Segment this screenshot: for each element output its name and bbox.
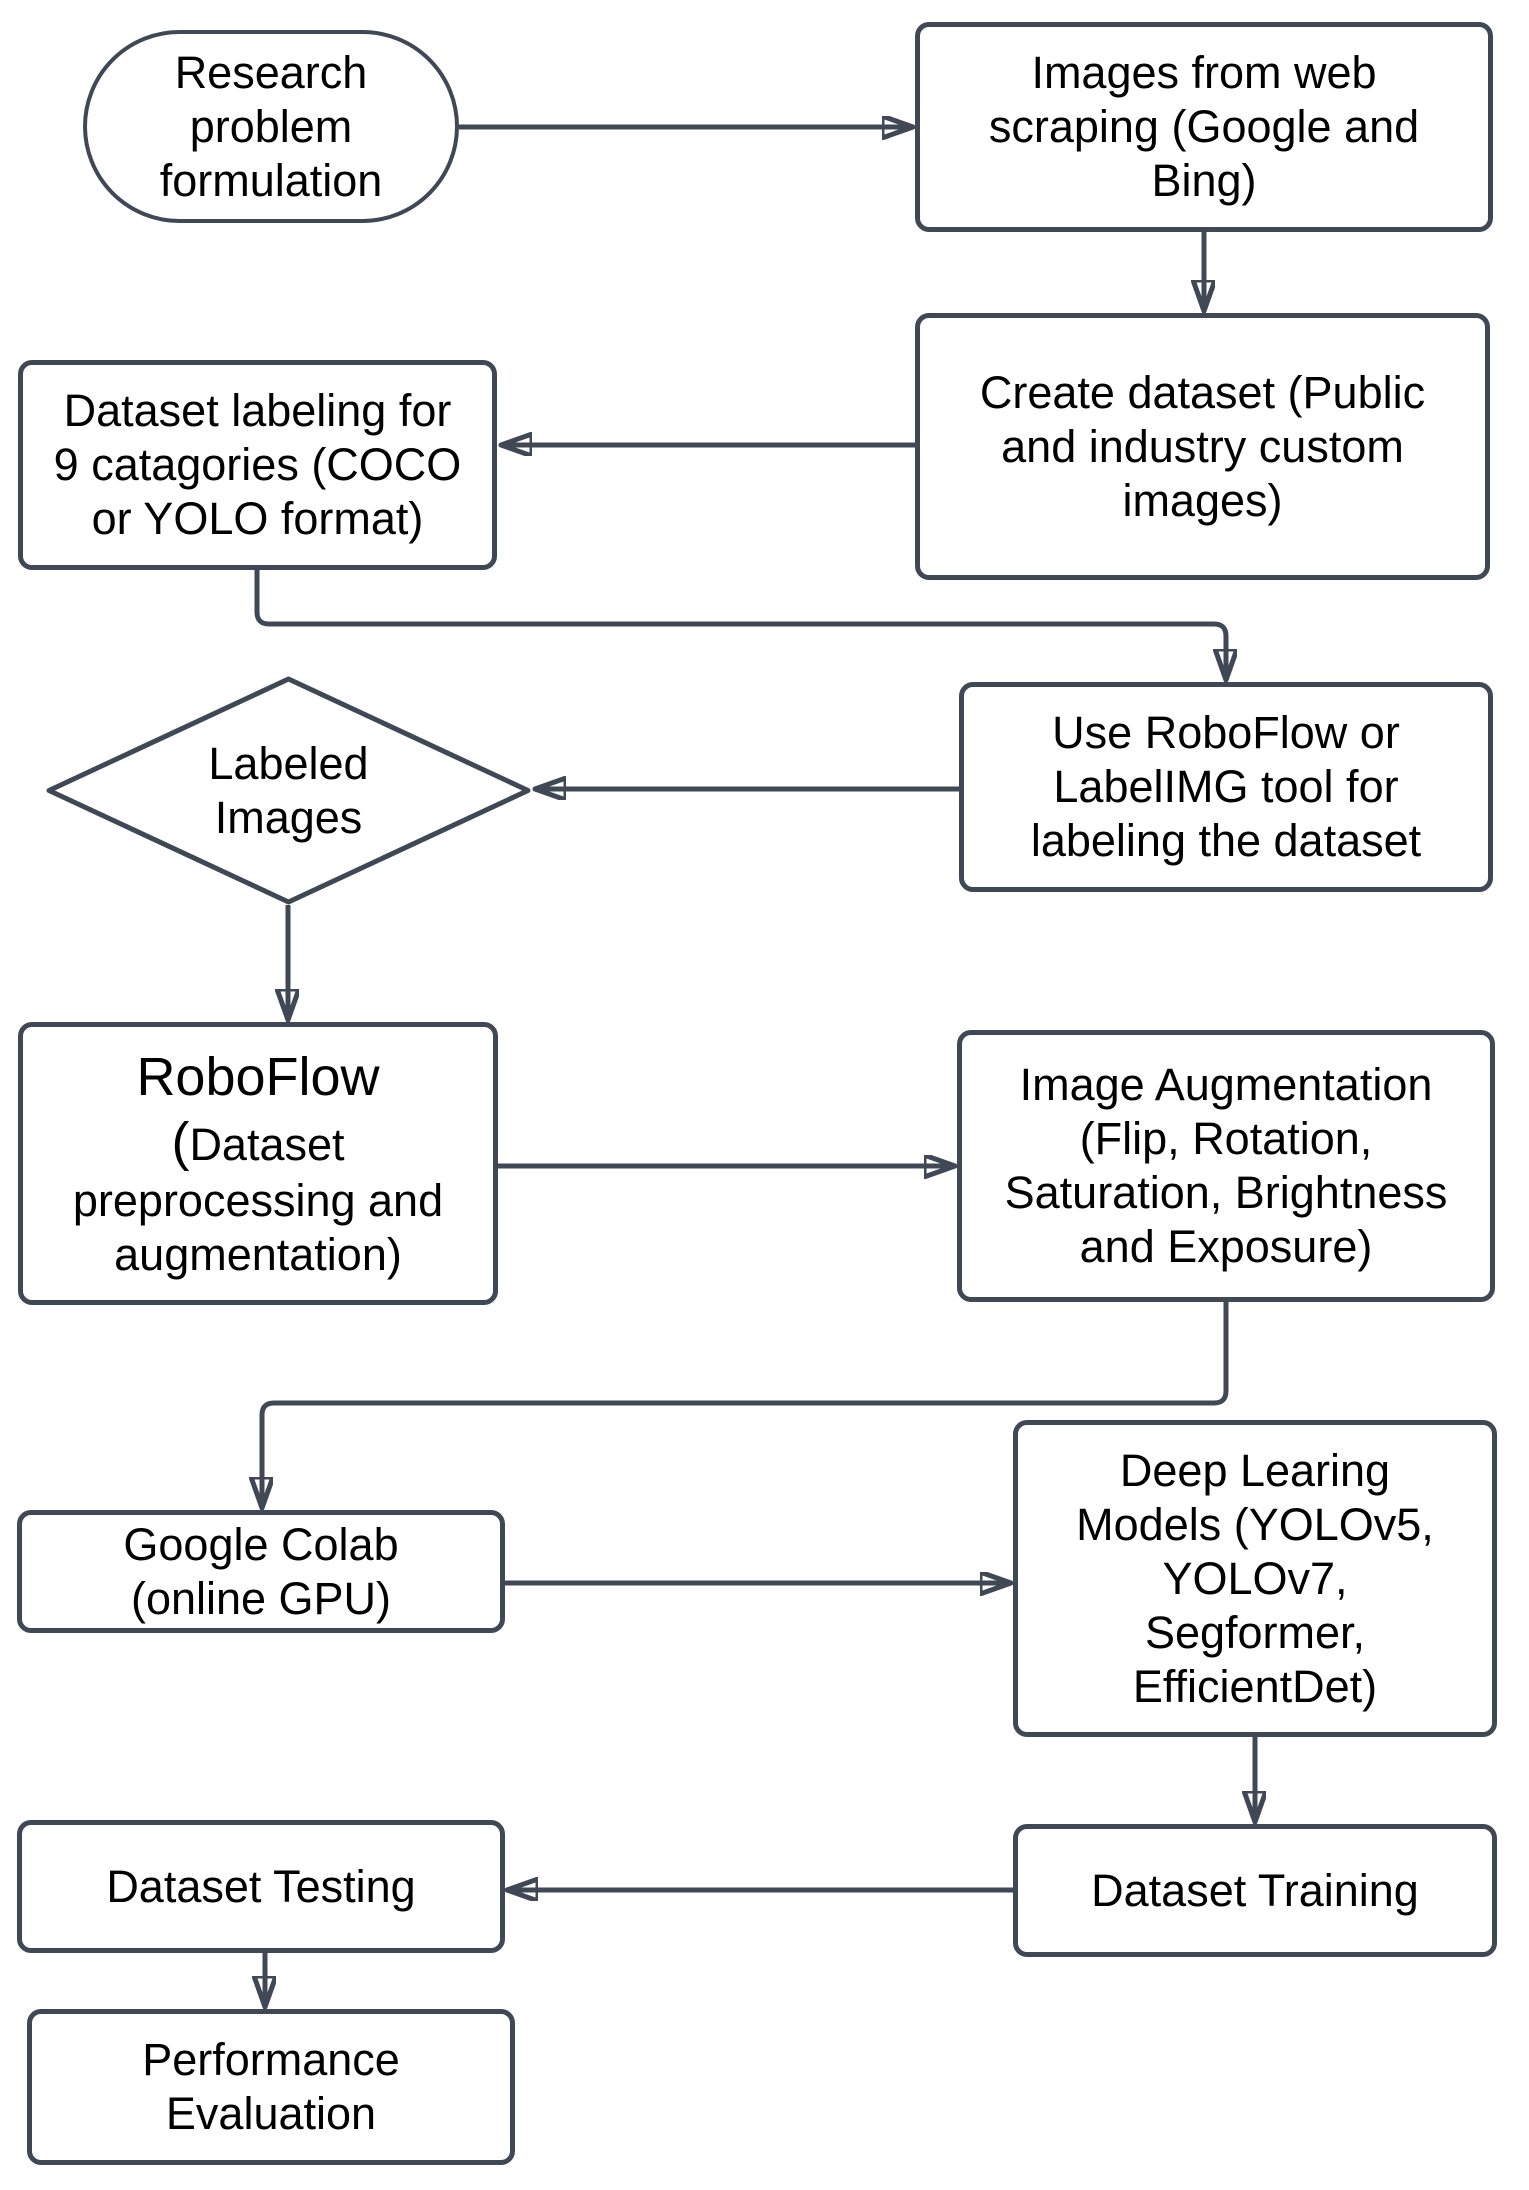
- big-paren: (: [171, 1111, 190, 1172]
- node-label: Images from web scraping (Google and Bin…: [988, 47, 1420, 206]
- edge-imageaugmentation-to-googlecolab: [262, 1302, 1229, 1507]
- node-google-colab: Google Colab (online GPU): [17, 1510, 505, 1633]
- node-label: Use RoboFlow or LabelIMG tool for labeli…: [1030, 707, 1422, 866]
- node-label: Deep Learing Models (YOLOv5, YOLOv7, Seg…: [1076, 1444, 1434, 1712]
- node-performance-evaluation: Performance Evaluation: [27, 2009, 515, 2165]
- node-roboflow: RoboFlow (Dataset preprocessing and augm…: [18, 1022, 498, 1305]
- node-label: Dataset labeling for 9 catagories (COCO …: [53, 385, 462, 544]
- node-dataset-testing: Dataset Testing: [17, 1820, 505, 1953]
- node-label: Dataset Testing: [106, 1860, 416, 1912]
- node-create-dataset: Create dataset (Public and industry cust…: [915, 313, 1490, 580]
- node-labeled-images: Labeled Images: [46, 676, 531, 905]
- node-labeling-tool: Use RoboFlow or LabelIMG tool for labeli…: [959, 682, 1493, 892]
- node-subtitle: (Dataset preprocessing and augmentation): [65, 1110, 451, 1283]
- node-label: Google Colab (online GPU): [123, 1518, 399, 1624]
- node-label: Image Augmentation (Flip, Rotation, Satu…: [1004, 1059, 1448, 1272]
- node-dataset-training: Dataset Training: [1013, 1824, 1497, 1957]
- node-images-from-web-scraping: Images from web scraping (Google and Bin…: [915, 22, 1493, 232]
- node-label: Labeled Images: [208, 737, 369, 843]
- edge-datasetlabeling-to-labelingtool: [254, 570, 1226, 679]
- node-image-augmentation: Image Augmentation (Flip, Rotation, Satu…: [957, 1030, 1495, 1302]
- node-dataset-labeling: Dataset labeling for 9 catagories (COCO …: [18, 360, 497, 570]
- diamond-shape: [46, 676, 531, 905]
- node-research-problem-formulation: Research problem formulation: [83, 30, 459, 223]
- node-label: Create dataset (Public and industry cust…: [979, 366, 1426, 526]
- node-title: RoboFlow: [136, 1046, 380, 1107]
- node-label: Research problem formulation: [159, 46, 383, 206]
- node-label: Performance Evaluation: [142, 2034, 400, 2139]
- node-deep-learning-models: Deep Learing Models (YOLOv5, YOLOv7, Seg…: [1013, 1420, 1497, 1737]
- node-label: Dataset Training: [1091, 1864, 1419, 1916]
- node-subtitle-text: Dataset preprocessing and augmentation): [72, 1118, 444, 1281]
